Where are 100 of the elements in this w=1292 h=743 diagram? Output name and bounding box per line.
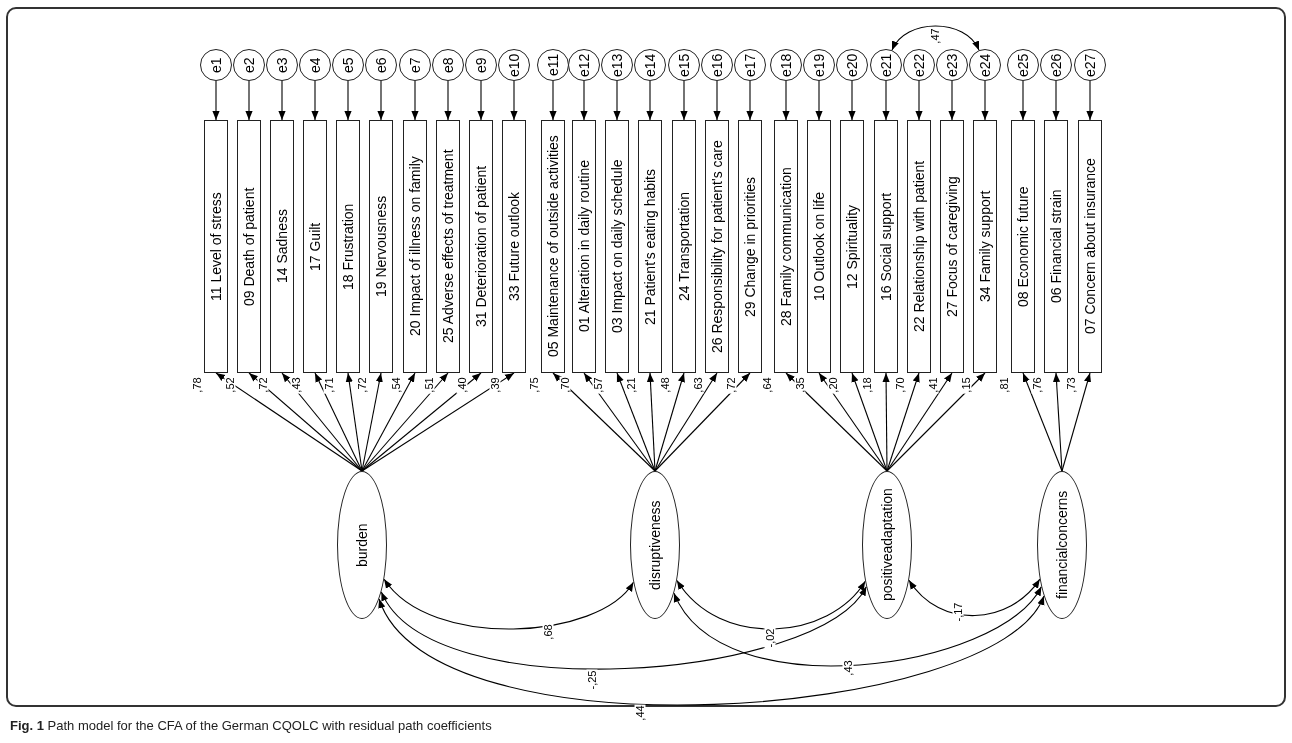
covariance-arrow [673, 586, 1042, 667]
latent-factor-ellipse: disruptiveness [630, 471, 680, 619]
covariance-arrow [891, 25, 980, 51]
arrow [616, 372, 656, 472]
arrow [1086, 80, 1094, 121]
item-box: 11 Level of stress [204, 120, 228, 373]
edge-label: -,25 [586, 669, 598, 691]
item-box: 17 Guilt [303, 120, 327, 373]
item-box: 24 Transportation [672, 120, 696, 373]
arrow [1022, 372, 1063, 472]
edge-label: ,21 [625, 376, 637, 394]
covariance-arrow [676, 579, 866, 630]
item-box: 34 Family support [973, 120, 997, 373]
arrow [886, 372, 953, 472]
arrow [654, 372, 685, 472]
arrow [848, 80, 856, 121]
item-box: 06 Financial strain [1044, 120, 1068, 373]
item-box: 12 Spirituality [840, 120, 864, 373]
edge-label: ,72 [356, 376, 368, 394]
item-box: 07 Concern about insurance [1078, 120, 1102, 373]
edge-label: ,76 [1031, 376, 1043, 394]
latent-factor-ellipse: financialconcerns [1037, 471, 1087, 619]
latent-factor-ellipse: positiveadaptation [862, 471, 912, 619]
arrow [882, 372, 890, 472]
item-box: 31 Deterioration of patient [469, 120, 493, 373]
item-box: 01 Alteration in daily routine [572, 120, 596, 373]
arrow [1052, 80, 1060, 121]
item-box: 29 Change in priorities [738, 120, 762, 373]
arrow [646, 80, 654, 121]
covariance-arrow [378, 595, 1045, 705]
edge-label: -,02 [764, 627, 776, 649]
arrow [278, 80, 286, 121]
item-box: 33 Future outlook [502, 120, 526, 373]
arrow [646, 372, 656, 472]
latent-factor-ellipse: burden [337, 471, 387, 619]
figure-caption: Fig. 1 Path model for the CFA of the German CQOLC with residual path coefficients [10, 717, 492, 735]
item-box: 10 Outlook on life [807, 120, 831, 373]
item-box: 21 Patient's eating habits [638, 120, 662, 373]
arrow [886, 372, 986, 472]
arrow [981, 80, 989, 121]
edge-label: ,43 [290, 376, 302, 394]
edge-label: ,47 [929, 27, 941, 45]
arrow [1061, 372, 1091, 472]
edge-label: ,35 [794, 376, 806, 394]
edge-label: ,18 [861, 376, 873, 394]
arrow [245, 80, 253, 121]
arrow [361, 372, 515, 472]
item-box: 18 Frustration [336, 120, 360, 373]
arrow [1019, 80, 1027, 121]
arrow [344, 80, 352, 121]
edge-label: ,52 [224, 376, 236, 394]
item-box: 19 Nervousness [369, 120, 393, 373]
arrow [713, 80, 721, 121]
arrow [1052, 372, 1063, 472]
arrow [948, 80, 956, 121]
covariance-arrow [908, 578, 1041, 617]
arrow [361, 372, 482, 472]
edge-label: ,40 [456, 376, 468, 394]
edge-label: ,41 [927, 376, 939, 394]
arrow [583, 372, 656, 472]
edge-label: ,72 [257, 376, 269, 394]
edge-label: ,54 [390, 376, 402, 394]
item-box: 27 Focus of caregiving [940, 120, 964, 373]
edge-label: ,43 [842, 659, 854, 677]
item-box: 26 Responsibility for patient's care [705, 120, 729, 373]
arrow [818, 372, 888, 472]
edge-label: ,63 [692, 376, 704, 394]
item-box: 20 Impact of illness on family [403, 120, 427, 373]
edge-label: ,71 [323, 376, 335, 394]
arrow [785, 372, 888, 472]
edge-label: ,15 [960, 376, 972, 394]
edge-label: ,78 [191, 376, 203, 394]
edge-label: ,72 [725, 376, 737, 394]
arrow [882, 80, 890, 121]
edge-label: ,73 [1065, 376, 1077, 394]
arrow [311, 80, 319, 121]
edge-label: ,44 [634, 704, 646, 722]
arrow [680, 80, 688, 121]
arrow [314, 372, 363, 472]
edge-label: ,39 [489, 376, 501, 394]
item-box: 16 Social support [874, 120, 898, 373]
covariance-arrow [383, 578, 634, 630]
arrow [377, 80, 385, 121]
arrow [281, 372, 363, 472]
item-box: 09 Death of patient [237, 120, 261, 373]
arrow [345, 372, 363, 472]
arrow [782, 80, 790, 121]
edge-label: ,57 [592, 376, 604, 394]
arrow [212, 80, 220, 121]
item-box: 25 Adverse effects of treatment [436, 120, 460, 373]
edge-label: ,68 [542, 623, 554, 641]
arrow [248, 372, 363, 472]
arrow [915, 80, 923, 121]
arrow [361, 372, 416, 472]
arrow [510, 80, 518, 121]
edge-label: ,48 [659, 376, 671, 394]
edge-label: -,17 [952, 601, 964, 623]
edge-label: ,20 [827, 376, 839, 394]
arrow [815, 80, 823, 121]
arrow [654, 372, 751, 472]
